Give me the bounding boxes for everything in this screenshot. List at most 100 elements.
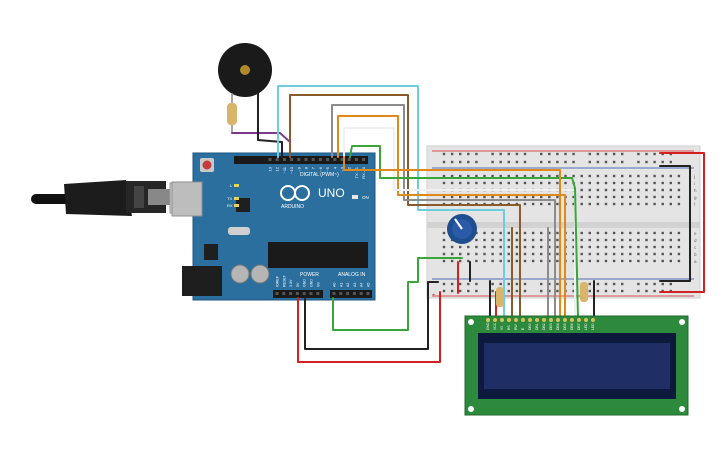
breadboard-hole[interactable]: [645, 160, 648, 164]
breadboard-hole[interactable]: [442, 160, 446, 164]
breadboard-hole[interactable]: [637, 195, 640, 199]
breadboard-hole[interactable]: [556, 252, 559, 256]
breadboard-hole[interactable]: [580, 195, 583, 199]
breadboard-hole[interactable]: [604, 152, 608, 156]
digital-pin[interactable]: [326, 158, 330, 161]
breadboard-hole[interactable]: [661, 282, 664, 286]
breadboard-hole[interactable]: [661, 231, 664, 235]
breadboard-hole[interactable]: [491, 289, 494, 293]
digital-pin[interactable]: [297, 158, 301, 161]
power-pin[interactable]: [302, 292, 306, 295]
breadboard-hole[interactable]: [548, 202, 551, 206]
breadboard-hole[interactable]: [507, 174, 510, 178]
breadboard-hole[interactable]: [475, 259, 478, 263]
lcd-pin[interactable]: [493, 318, 497, 322]
breadboard-hole[interactable]: [499, 245, 502, 249]
breadboard-hole[interactable]: [588, 174, 591, 178]
breadboard-hole[interactable]: [653, 181, 656, 185]
breadboard-hole[interactable]: [645, 202, 648, 206]
breadboard-hole[interactable]: [612, 289, 616, 293]
digital-pin[interactable]: [275, 158, 279, 161]
breadboard-hole[interactable]: [588, 231, 591, 235]
breadboard-hole[interactable]: [572, 152, 575, 156]
breadboard-hole[interactable]: [540, 245, 543, 249]
breadboard-hole[interactable]: [450, 181, 454, 185]
digital-pin[interactable]: [290, 158, 294, 161]
breadboard-hole[interactable]: [621, 174, 624, 178]
breadboard-hole[interactable]: [475, 181, 478, 185]
lcd-pin[interactable]: [577, 318, 581, 322]
breadboard-hole[interactable]: [491, 174, 494, 178]
breadboard-hole[interactable]: [467, 245, 470, 249]
breadboard-hole[interactable]: [442, 252, 446, 256]
breadboard-hole[interactable]: [637, 282, 640, 286]
lcd-pin[interactable]: [584, 318, 588, 322]
breadboard-hole[interactable]: [677, 231, 681, 235]
breadboard-hole[interactable]: [596, 238, 600, 242]
breadboard-hole[interactable]: [612, 245, 616, 249]
breadboard-hole[interactable]: [523, 160, 527, 164]
breadboard-hole[interactable]: [669, 238, 672, 242]
breadboard-hole[interactable]: [604, 188, 608, 192]
breadboard-hole[interactable]: [556, 238, 559, 242]
breadboard-hole[interactable]: [556, 245, 559, 249]
breadboard-hole[interactable]: [467, 289, 470, 293]
breadboard-hole[interactable]: [523, 259, 527, 263]
breadboard-hole[interactable]: [548, 195, 551, 199]
breadboard-hole[interactable]: [523, 289, 527, 293]
breadboard-hole[interactable]: [596, 202, 600, 206]
breadboard-hole[interactable]: [645, 188, 648, 192]
breadboard-hole[interactable]: [637, 231, 640, 235]
breadboard-hole[interactable]: [459, 152, 462, 156]
breadboard-hole[interactable]: [475, 245, 478, 249]
breadboard-hole[interactable]: [499, 282, 502, 286]
breadboard-hole[interactable]: [523, 174, 527, 178]
breadboard-hole[interactable]: [588, 238, 591, 242]
breadboard-hole[interactable]: [653, 202, 656, 206]
breadboard-hole[interactable]: [531, 259, 535, 263]
breadboard-hole[interactable]: [661, 174, 664, 178]
breadboard-hole[interactable]: [475, 289, 478, 293]
lcd-pin[interactable]: [486, 318, 490, 322]
breadboard-hole[interactable]: [515, 174, 519, 178]
breadboard-hole[interactable]: [540, 160, 543, 164]
breadboard-hole[interactable]: [596, 259, 600, 263]
breadboard-hole[interactable]: [531, 202, 535, 206]
breadboard-hole[interactable]: [588, 282, 591, 286]
breadboard-hole[interactable]: [580, 188, 583, 192]
breadboard-hole[interactable]: [621, 152, 624, 156]
breadboard-hole[interactable]: [531, 252, 535, 256]
breadboard-hole[interactable]: [677, 188, 681, 192]
lcd-pin[interactable]: [535, 318, 539, 322]
breadboard-hole[interactable]: [499, 252, 502, 256]
breadboard-hole[interactable]: [637, 160, 640, 164]
breadboard-hole[interactable]: [621, 238, 624, 242]
breadboard-hole[interactable]: [572, 282, 575, 286]
breadboard-hole[interactable]: [531, 231, 535, 235]
breadboard-hole[interactable]: [612, 160, 616, 164]
breadboard-hole[interactable]: [572, 231, 575, 235]
breadboard-hole[interactable]: [548, 289, 551, 293]
breadboard-hole[interactable]: [588, 160, 591, 164]
breadboard-hole[interactable]: [483, 174, 486, 178]
breadboard-hole[interactable]: [531, 245, 535, 249]
breadboard-hole[interactable]: [459, 195, 462, 199]
breadboard-hole[interactable]: [523, 231, 527, 235]
breadboard-hole[interactable]: [564, 152, 567, 156]
breadboard-hole[interactable]: [491, 181, 494, 185]
breadboard-hole[interactable]: [669, 174, 672, 178]
breadboard-hole[interactable]: [621, 259, 624, 263]
breadboard-hole[interactable]: [677, 202, 681, 206]
breadboard-hole[interactable]: [491, 160, 494, 164]
breadboard-hole[interactable]: [669, 195, 672, 199]
digital-pin[interactable]: [268, 158, 272, 161]
breadboard-hole[interactable]: [588, 259, 591, 263]
breadboard-hole[interactable]: [556, 289, 559, 293]
breadboard-hole[interactable]: [604, 181, 608, 185]
breadboard-hole[interactable]: [540, 238, 543, 242]
breadboard-hole[interactable]: [677, 195, 681, 199]
breadboard-hole[interactable]: [467, 195, 470, 199]
lcd-pin[interactable]: [570, 318, 574, 322]
breadboard-hole[interactable]: [677, 252, 681, 256]
breadboard-hole[interactable]: [596, 174, 600, 178]
